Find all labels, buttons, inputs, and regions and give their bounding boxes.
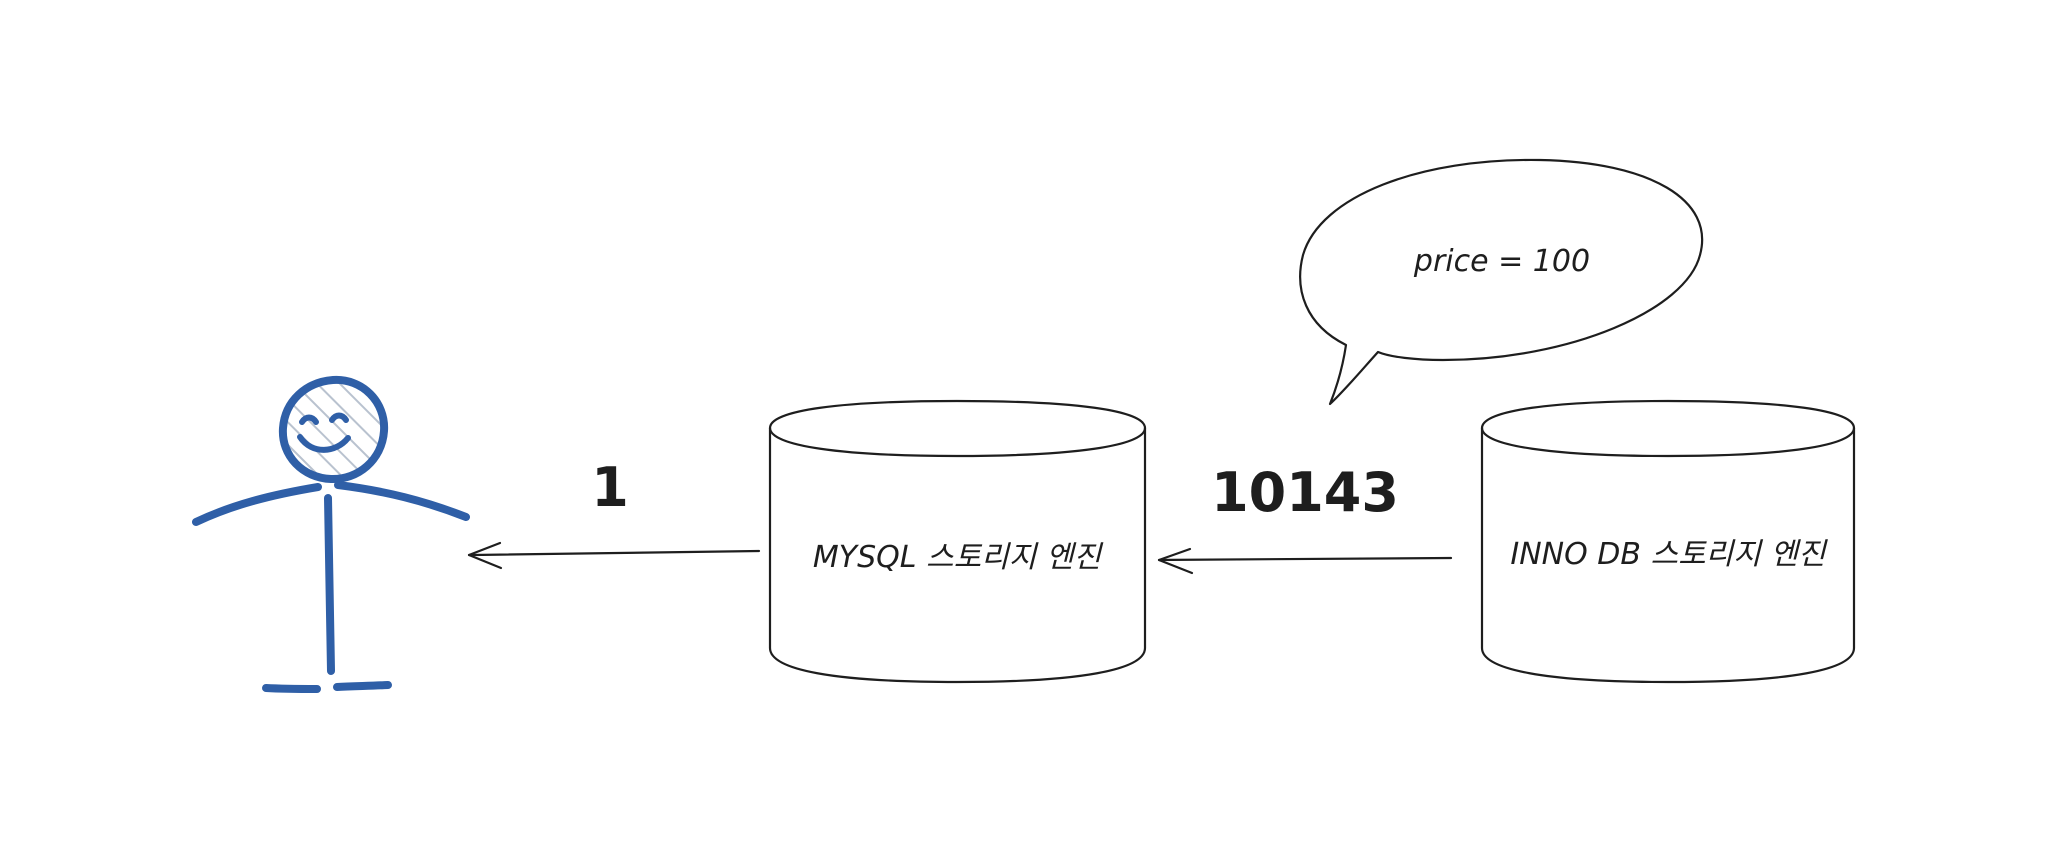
arrow-mysql-to-user-head bbox=[467, 541, 503, 570]
person-head-outline bbox=[278, 375, 389, 484]
innodb-engine-cylinder: INNO DB 스토리지 엔진 bbox=[1480, 399, 1856, 684]
person-arm-left bbox=[192, 483, 322, 526]
person-arm-right bbox=[334, 481, 470, 521]
person-foot-left bbox=[262, 684, 321, 693]
mysql-cylinder-top bbox=[768, 399, 1147, 458]
arrow-innodb-to-mysql-head bbox=[1157, 547, 1194, 575]
person-eye-left bbox=[299, 414, 319, 425]
speech-bubble-outline bbox=[1299, 158, 1704, 406]
mysql-engine-cylinder: MYSQL 스토리지 엔진 bbox=[768, 399, 1147, 684]
speech-bubble: price = 100 bbox=[1299, 158, 1704, 406]
person-body bbox=[324, 494, 335, 675]
innodb-cylinder-body bbox=[1480, 426, 1856, 684]
stick-figure-icon bbox=[192, 375, 470, 693]
mysql-cylinder-body bbox=[768, 426, 1147, 684]
edge-label-1: 1 bbox=[591, 456, 629, 519]
arrow-mysql-to-user-line bbox=[467, 549, 761, 557]
mysql-engine-label: MYSQL 스토리지 엔진 bbox=[813, 540, 1104, 575]
person-mouth bbox=[297, 434, 351, 453]
arrow-innodb-to-mysql: 10143 bbox=[1157, 461, 1453, 575]
person-eye-right bbox=[329, 412, 349, 423]
arrow-mysql-to-user: 1 bbox=[467, 456, 761, 570]
arrow-innodb-to-mysql-line bbox=[1157, 556, 1453, 562]
edge-label-10143: 10143 bbox=[1211, 461, 1399, 524]
person-foot-right bbox=[333, 681, 392, 691]
speech-bubble-text: price = 100 bbox=[1413, 244, 1590, 279]
person-head bbox=[283, 380, 383, 480]
innodb-engine-label: INNO DB 스토리지 엔진 bbox=[1510, 537, 1828, 572]
innodb-cylinder-top bbox=[1480, 399, 1856, 458]
